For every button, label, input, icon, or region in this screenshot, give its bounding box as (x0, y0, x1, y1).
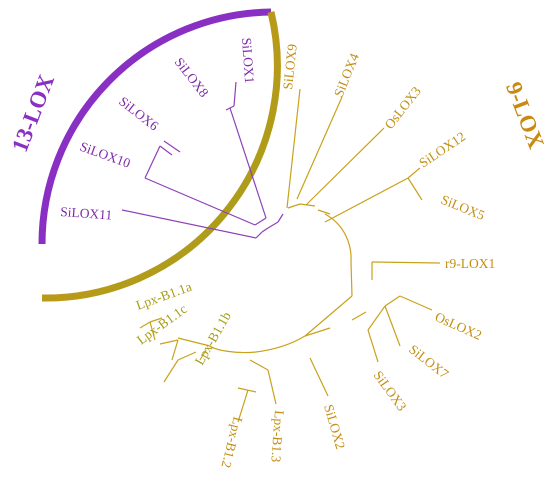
tip-label-silox10: SiLOX10 (78, 139, 133, 171)
tip-label-lpx-b1-2: Lpx-B1.2 (218, 415, 245, 469)
tip-label-silox1: SiLOX1 (239, 37, 257, 84)
tip-label-silox6: SiLOX6 (116, 94, 161, 134)
lox13-branches (121, 81, 284, 239)
lox13-arc (38, 8, 272, 245)
tip-label-silox3: SiLOX3 (371, 368, 410, 414)
tip-label-silox4: SiLOX4 (331, 51, 362, 99)
tip-label-lpx-b1-3: Lpx-B1.3 (268, 410, 287, 463)
lox9-arc (41, 11, 281, 302)
tip-label-silox9: SiLOX9 (280, 43, 300, 90)
lox9-labels: SiLOX9 SiLOX4 OsLOX3 SiLOX12 SiLOX5 r9-L… (218, 43, 495, 469)
tip-label-silox5: SiLOX5 (439, 192, 487, 223)
tip-label-silox2: SiLOX2 (321, 403, 348, 451)
tip-label-r9-lox1: r9-LOX1 (445, 256, 495, 271)
tip-label-silox12: SiLOX12 (416, 129, 468, 171)
lox9-branches (139, 88, 441, 423)
tip-label-silox11: SiLOX11 (60, 204, 113, 223)
lox13-labels: SiLOX11 SiLOX10 SiLOX6 SiLOX8 SiLOX1 (60, 37, 257, 222)
tip-label-oslox2: OsLOX2 (433, 309, 484, 343)
tip-label-silox7: SiLOX7 (406, 342, 451, 382)
tip-label-silox8: SiLOX8 (172, 55, 212, 100)
group-label-9-lox: 9-LOX (501, 79, 549, 153)
tip-label-lpx-b1-1b: Lpx-B1.1b (192, 309, 235, 368)
tip-label-oslox3: OsLOX3 (382, 83, 424, 131)
group-label-13-lox: 13-LOX (7, 71, 59, 155)
